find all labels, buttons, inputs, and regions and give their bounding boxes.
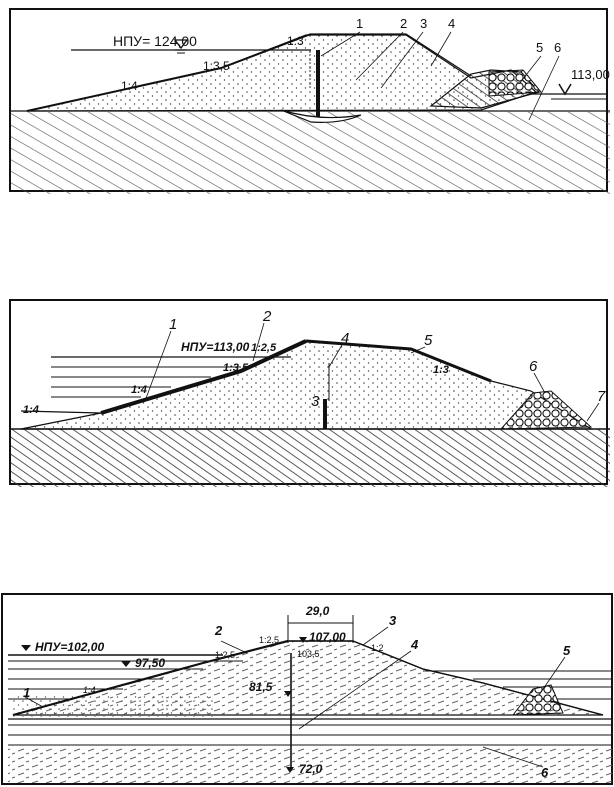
level-72-marker <box>286 767 294 773</box>
callout-2-6: 6 <box>529 358 538 375</box>
callout-3-1: 1 <box>23 685 30 700</box>
callout-2-4: 4 <box>341 330 349 347</box>
callout-1-5: 5 <box>536 40 543 55</box>
foundation-soil-3 <box>8 747 613 783</box>
toe-rockfill-1 <box>488 69 542 97</box>
downstream-face-3 <box>352 640 604 716</box>
callout-1-6: 6 <box>554 40 561 55</box>
slope-label-2a: 1:4 <box>23 404 39 416</box>
slope-label-2c: 1:3,5 <box>223 362 249 374</box>
slope-label-1a: 1:4 <box>121 79 138 93</box>
dam-section-1-panel: НПУ= 124,00 113,00 1:4 1:3,5 1:3 1 2 3 4… <box>9 8 610 194</box>
upstream-face-1 <box>26 33 312 112</box>
callout-3-5: 5 <box>563 643 571 658</box>
cutoff-wall-2 <box>323 399 327 429</box>
dam-section-3-drawing: НПУ=102,00 97,50 29,0 107,00 103,5 81,5 … <box>8 604 613 783</box>
callout-3-4: 4 <box>410 637 419 652</box>
crest-width-label: 29,0 <box>305 604 330 618</box>
water-level-marker-1 <box>173 39 189 50</box>
foundation-soil-2 <box>11 429 610 487</box>
level-97-marker <box>121 661 131 667</box>
callout-1-4: 4 <box>448 16 455 31</box>
level-81-marker <box>284 691 292 697</box>
grout-curtain-1 <box>280 109 362 123</box>
dam-section-3-panel: НПУ=102,00 97,50 29,0 107,00 103,5 81,5 … <box>1 593 613 785</box>
dam-section-2-drawing: НПУ=113,00 1:4 1:4 1:3,5 1:2,5 1:3 1 2 3… <box>11 308 610 487</box>
callout-2-1: 1 <box>169 316 177 333</box>
cutoff-diaphragm-1 <box>316 50 320 120</box>
crest-level-label: 107,00 <box>309 630 346 644</box>
npu-label-2: НПУ=113,00 <box>181 340 250 354</box>
callout-3-3: 3 <box>389 613 397 628</box>
callout-1-2: 2 <box>400 16 407 31</box>
dam-section-1-drawing: НПУ= 124,00 113,00 1:4 1:3,5 1:3 1 2 3 4… <box>11 16 610 194</box>
slope-label-3d: 1:2 <box>371 643 384 653</box>
crest-level-marker <box>299 637 307 643</box>
npu-label-3: НПУ=102,00 <box>35 640 104 654</box>
dam-body-2 <box>20 340 594 430</box>
toe-rockfill-2 <box>499 390 593 430</box>
callout-3-2: 2 <box>214 623 223 638</box>
callout-2-3: 3 <box>311 393 320 410</box>
foundation-soil-1 <box>11 112 610 194</box>
slope-label-3a: 1:4 <box>83 685 96 695</box>
level-97-label: 97,50 <box>135 656 165 670</box>
slope-label-1b: 1:3,5 <box>203 59 230 73</box>
slope-label-2e: 1:3 <box>433 364 449 376</box>
toe-drain-3 <box>511 684 564 716</box>
slope-label-1c: 1:3 <box>287 34 304 48</box>
dam-section-2-panel: НПУ=113,00 1:4 1:4 1:3,5 1:2,5 1:3 1 2 3… <box>9 299 610 487</box>
callout-1-1: 1 <box>356 16 363 31</box>
level-81-label: 81,5 <box>249 680 273 694</box>
tailwater-label-1: 113,00 <box>571 67 610 82</box>
slope-label-2b: 1:4 <box>131 384 147 396</box>
npu-marker-3 <box>21 645 31 651</box>
npu-label-1: НПУ= 124,00 <box>113 33 197 49</box>
upstream-face-3 <box>12 639 289 717</box>
level-103-label: 103,5 <box>297 649 320 659</box>
slope-label-2d: 1:2,5 <box>251 342 277 354</box>
level-72-label: 72,0 <box>299 762 323 776</box>
upstream-facing-2 <box>100 339 307 415</box>
downstream-face-2 <box>305 339 492 383</box>
callout-2-5: 5 <box>424 332 433 349</box>
slope-label-3b: 1:2,5 <box>215 650 235 660</box>
slope-label-3c: 1:2,5 <box>259 635 279 645</box>
callout-2-7: 7 <box>597 388 606 405</box>
callout-2-2: 2 <box>262 308 272 325</box>
tailwater-marker-1 <box>558 83 572 96</box>
callout-3-6: 6 <box>541 765 549 780</box>
callout-1-3: 3 <box>420 16 427 31</box>
